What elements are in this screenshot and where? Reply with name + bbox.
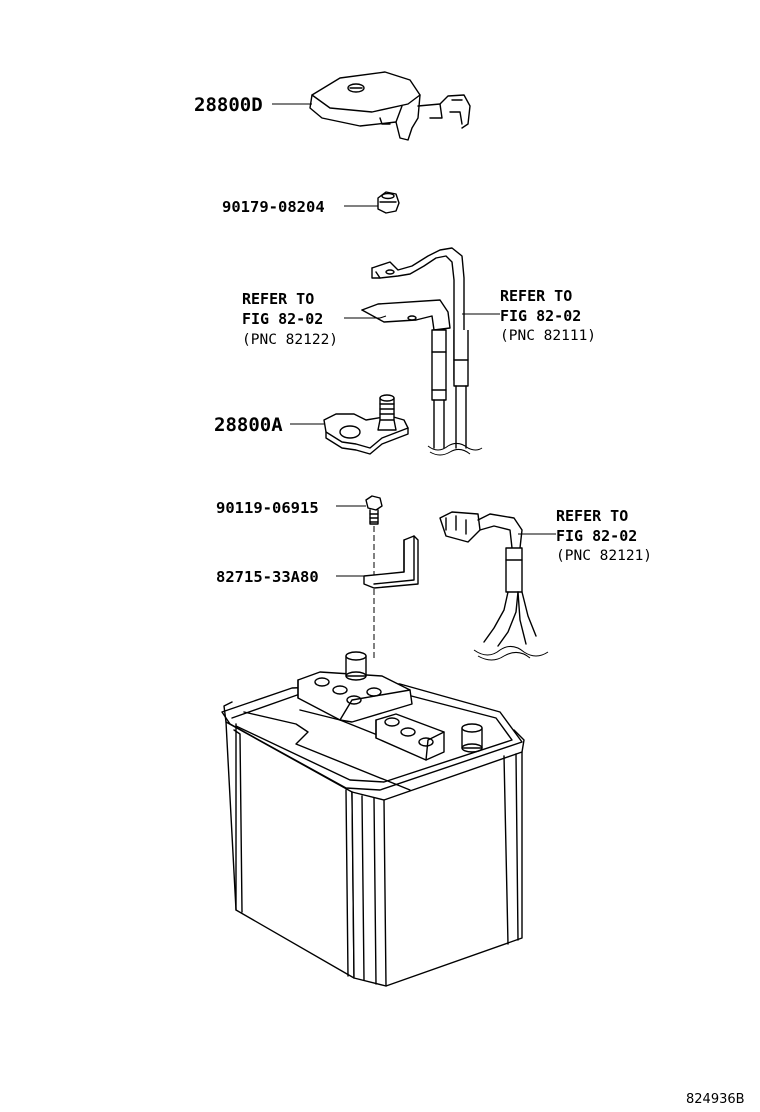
battery-drawing bbox=[221, 651, 525, 987]
label-terminal-clamp: 28800A bbox=[214, 414, 283, 436]
upper-cable-drawing bbox=[361, 247, 483, 456]
label-nut: 90179-08204 bbox=[222, 198, 325, 216]
label-refer-left-line1: REFER TO bbox=[242, 290, 314, 308]
label-refer-right-line1: REFER TO bbox=[500, 287, 572, 305]
label-refer-lower-line3: (PNC 82121) bbox=[556, 548, 652, 564]
label-refer-lower-line1: REFER TO bbox=[556, 507, 628, 525]
label-refer-left-line2: FIG 82-02 bbox=[242, 310, 323, 328]
diagram-id: 824936B bbox=[686, 1092, 745, 1107]
lower-cable-drawing bbox=[439, 511, 549, 661]
leader-lines bbox=[272, 103, 556, 577]
terminal-cover-drawing bbox=[309, 71, 471, 141]
bracket-drawing bbox=[363, 535, 419, 589]
label-refer-lower-line2: FIG 82-02 bbox=[556, 527, 637, 545]
label-bolt: 90119-06915 bbox=[216, 499, 319, 517]
label-bracket: 82715-33A80 bbox=[216, 568, 319, 586]
label-refer-right-line3: (PNC 82111) bbox=[500, 328, 596, 344]
label-refer-left-line3: (PNC 82122) bbox=[242, 332, 338, 348]
label-terminal-cover: 28800D bbox=[194, 94, 263, 116]
label-refer-right-line2: FIG 82-02 bbox=[500, 307, 581, 325]
nut-drawing bbox=[377, 191, 400, 214]
bolt-drawing bbox=[365, 495, 383, 660]
terminal-clamp-drawing bbox=[323, 394, 409, 455]
